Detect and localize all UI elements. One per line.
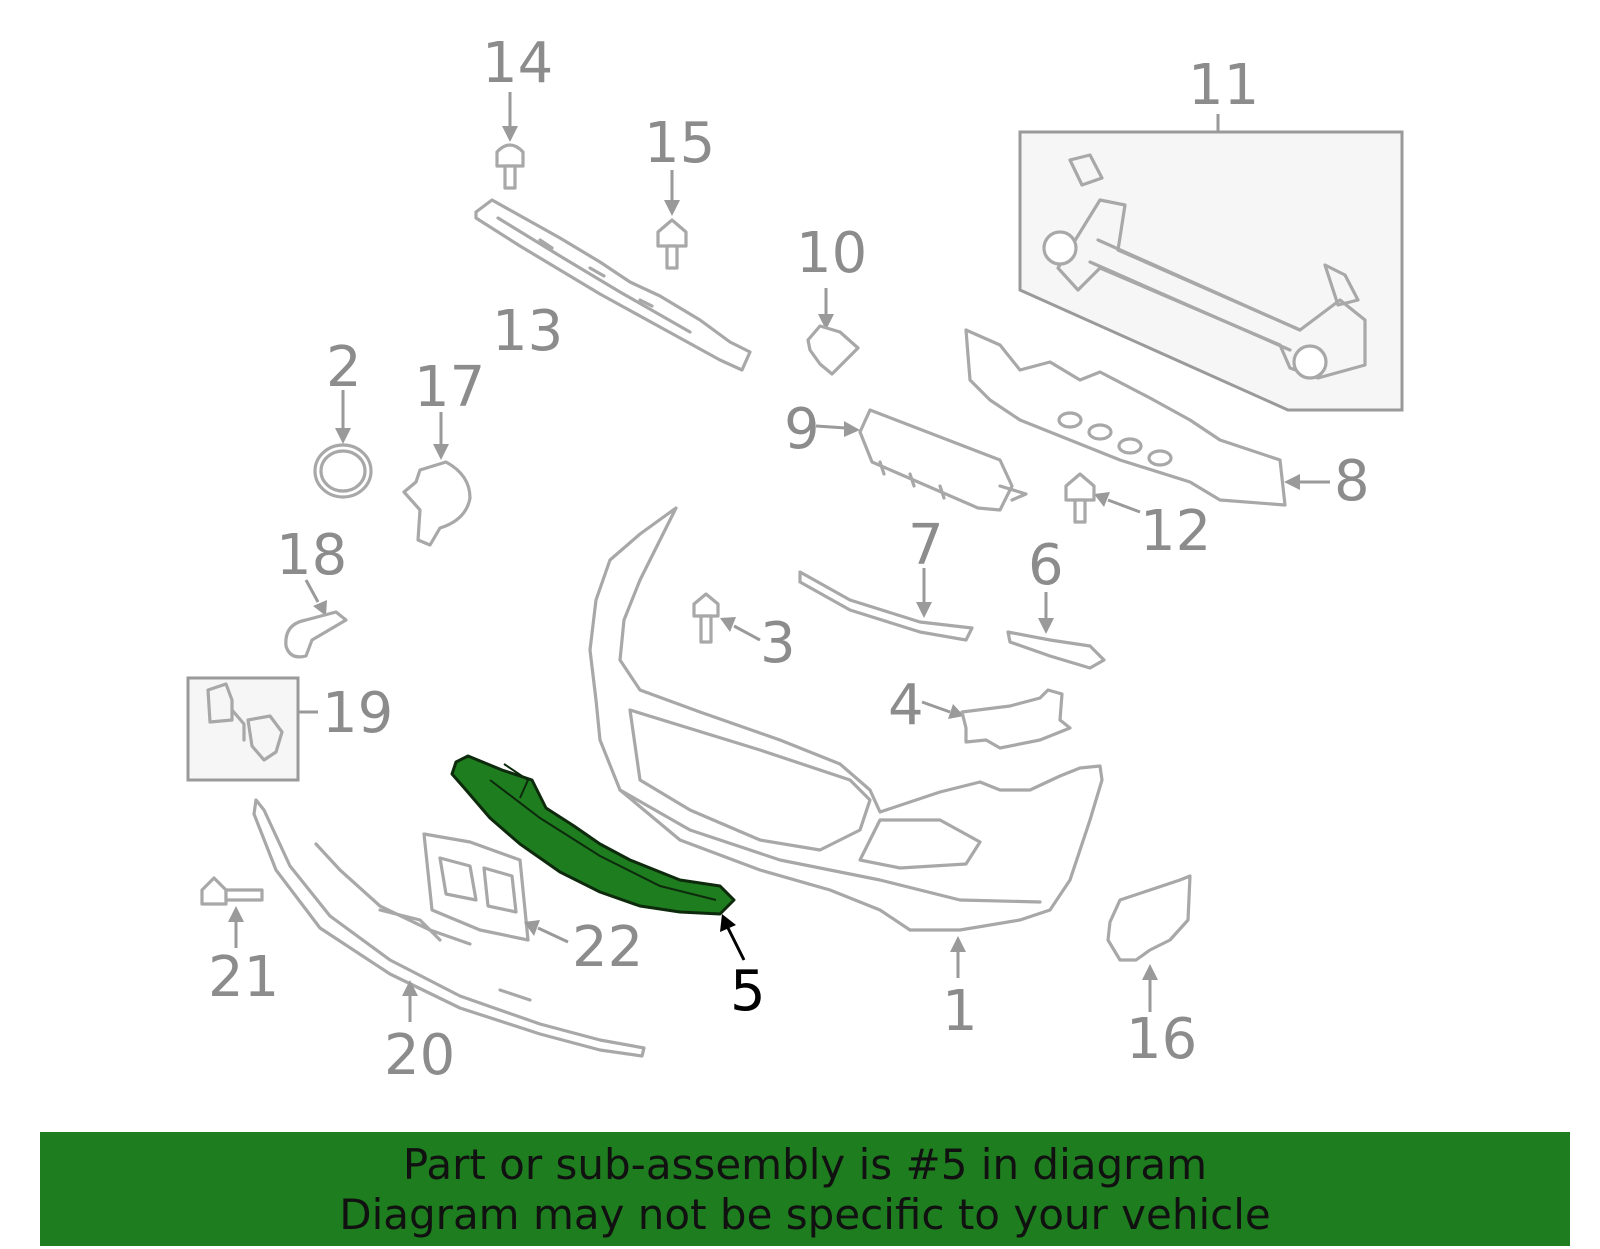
callout-4: 4 bbox=[888, 673, 924, 738]
part-3-screw bbox=[692, 592, 761, 644]
callout-20: 20 bbox=[384, 1023, 455, 1088]
callout-19: 19 bbox=[322, 681, 393, 746]
part-8-energy-absorber bbox=[964, 328, 1330, 507]
callout-12: 12 bbox=[1140, 499, 1211, 564]
callout-8: 8 bbox=[1334, 449, 1370, 514]
part-5-lower-bracket-highlighted bbox=[450, 754, 746, 961]
part-1-bumper-cover bbox=[588, 506, 1104, 978]
callout-21: 21 bbox=[208, 945, 279, 1010]
callout-16: 16 bbox=[1126, 1007, 1197, 1072]
part-15-screw bbox=[656, 170, 688, 270]
info-banner: Part or sub-assembly is #5 in diagram Di… bbox=[40, 1132, 1570, 1246]
part-21-screw bbox=[200, 876, 264, 948]
callout-7: 7 bbox=[908, 513, 944, 578]
part-7-strip bbox=[798, 568, 974, 642]
part-4-bracket bbox=[921, 688, 1072, 750]
callout-3: 3 bbox=[760, 611, 796, 676]
callout-14: 14 bbox=[482, 31, 553, 96]
banner-line-part-number: Part or sub-assembly is #5 in diagram bbox=[402, 1140, 1208, 1189]
callout-6: 6 bbox=[1028, 533, 1064, 598]
callout-10: 10 bbox=[796, 221, 867, 286]
callout-2: 2 bbox=[326, 335, 362, 400]
part-12-screw bbox=[1064, 472, 1141, 524]
part-18-clip bbox=[284, 579, 348, 659]
banner-line-disclaimer: Diagram may not be specific to your vehi… bbox=[339, 1190, 1271, 1239]
callout-15: 15 bbox=[644, 111, 715, 176]
part-13-upper-bracket bbox=[474, 198, 752, 372]
callout-9: 9 bbox=[784, 397, 820, 462]
part-17-bracket bbox=[402, 412, 472, 547]
part-20-lower-grille bbox=[252, 798, 646, 1058]
callout-5: 5 bbox=[730, 959, 766, 1024]
part-16-bracket bbox=[1106, 874, 1192, 1012]
callout-18: 18 bbox=[276, 523, 347, 588]
part-10-clip bbox=[806, 288, 860, 376]
callout-1: 1 bbox=[942, 979, 978, 1044]
reinforcement-assembly-box bbox=[1018, 114, 1404, 412]
part-19-bracket-set bbox=[186, 676, 318, 782]
part-22-license-bracket bbox=[422, 832, 569, 944]
callout-22: 22 bbox=[572, 915, 643, 980]
part-14-screw bbox=[495, 92, 525, 190]
part-6-strip bbox=[1006, 592, 1106, 670]
callout-13: 13 bbox=[492, 299, 563, 364]
part-2-ring bbox=[313, 390, 373, 499]
callout-17: 17 bbox=[414, 355, 485, 420]
part-9-absorber bbox=[815, 408, 1028, 512]
callout-11: 11 bbox=[1188, 53, 1259, 118]
